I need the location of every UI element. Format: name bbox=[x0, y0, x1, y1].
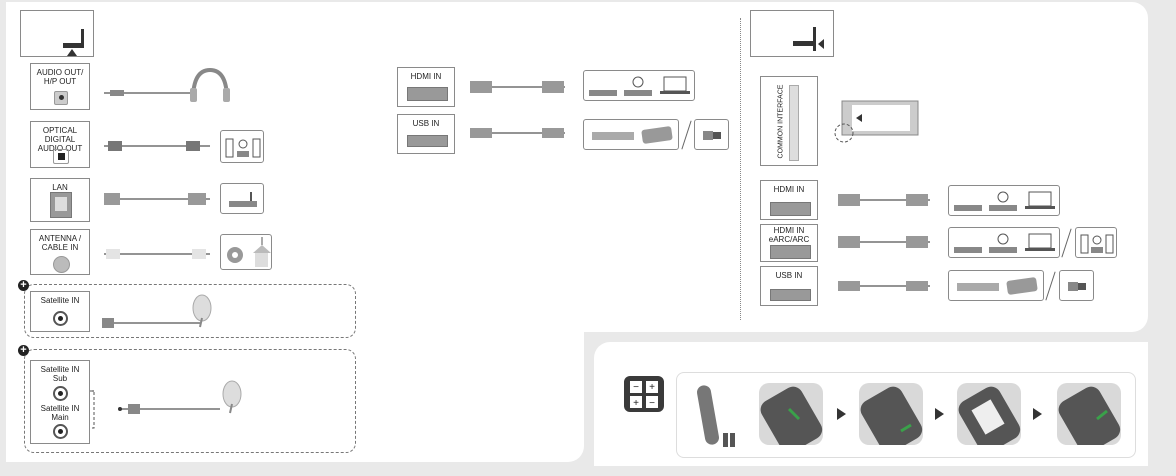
battery-step-2 bbox=[859, 383, 923, 445]
ci-module-icon bbox=[834, 95, 924, 143]
usb-in-port-right[interactable]: USB IN bbox=[760, 266, 818, 306]
satellite-dual-dashed-group bbox=[24, 349, 356, 453]
lan-label: LAN bbox=[52, 183, 68, 192]
hdmi-devices-icon-middle bbox=[583, 70, 695, 101]
remote-steps-strip bbox=[676, 372, 1136, 458]
hdmi-devices-icon-right bbox=[948, 185, 1060, 216]
antenna-port[interactable]: ANTENNA / CABLE IN bbox=[30, 229, 90, 275]
remote-with-batteries-icon bbox=[695, 381, 739, 449]
satellite-main-connector[interactable] bbox=[53, 424, 68, 439]
satellite-in-label: Satellite IN bbox=[40, 296, 80, 305]
antenna-label: ANTENNA / CABLE IN bbox=[38, 234, 82, 252]
usb-storage-icon-right bbox=[948, 270, 1044, 301]
audio-system-icon bbox=[220, 130, 264, 163]
hdmi-in-label-middle: HDMI IN bbox=[410, 72, 442, 81]
usb-stick-icon-right bbox=[1059, 270, 1094, 301]
section-divider bbox=[740, 18, 741, 320]
svg-text:+: + bbox=[633, 398, 639, 409]
hdmi-in-port-right[interactable]: HDMI IN bbox=[760, 180, 818, 220]
hdmi-in-port-middle[interactable]: HDMI IN bbox=[397, 67, 455, 107]
svg-text:+: + bbox=[649, 382, 655, 393]
satellite-dashed-group bbox=[24, 284, 356, 338]
optical-audio-port[interactable]: OPTICAL DIGITAL AUDIO OUT bbox=[30, 121, 90, 168]
svg-text:−: − bbox=[649, 398, 655, 409]
satellite-dual-port-box: Satellite IN Sub Satellite IN Main bbox=[30, 360, 90, 444]
lan-port[interactable]: LAN bbox=[30, 178, 90, 222]
remote-plus-minus-icon: −++− bbox=[624, 376, 664, 412]
usb-stick-icon-middle bbox=[694, 119, 729, 150]
satellite-sub-connector[interactable] bbox=[53, 386, 68, 401]
common-interface-slot[interactable]: COMMON INTERFACE bbox=[760, 76, 818, 166]
connection-panel-left bbox=[6, 2, 584, 462]
usb-in-port-middle[interactable]: USB IN bbox=[397, 114, 455, 154]
step-arrow-3 bbox=[1033, 408, 1042, 420]
optional-plus-icon: + bbox=[18, 280, 29, 291]
svg-text:−: − bbox=[633, 382, 639, 393]
left-cables bbox=[70, 67, 242, 429]
usb-in-label-right: USB IN bbox=[775, 271, 803, 280]
hdmi-earc-label: HDMI IN eARC/ARC bbox=[768, 226, 810, 244]
satellite-main-label: Satellite IN Main bbox=[40, 404, 80, 422]
battery-step-3 bbox=[957, 383, 1021, 445]
satellite-in-port[interactable]: Satellite IN bbox=[30, 291, 90, 332]
optical-audio-label: OPTICAL DIGITAL AUDIO OUT bbox=[37, 126, 83, 153]
optional-plus-icon-2: + bbox=[18, 345, 29, 356]
audio-system-icon-right bbox=[1075, 227, 1117, 258]
step-arrow-2 bbox=[935, 408, 944, 420]
antenna-house-icon bbox=[220, 234, 272, 270]
tv-rear-side-icon bbox=[750, 10, 834, 57]
audio-out-label: AUDIO OUT/ H/P OUT bbox=[36, 68, 84, 86]
hdmi-earc-devices-icon bbox=[948, 227, 1060, 258]
usb-in-label-middle: USB IN bbox=[412, 119, 440, 128]
audio-out-port[interactable]: AUDIO OUT/ H/P OUT bbox=[30, 63, 90, 110]
router-icon bbox=[220, 183, 264, 214]
step-arrow-1 bbox=[837, 408, 846, 420]
battery-step-1 bbox=[759, 383, 823, 445]
usb-storage-icon-middle bbox=[583, 119, 679, 150]
hdmi-in-label-right: HDMI IN bbox=[773, 185, 805, 194]
hdmi-earc-port[interactable]: HDMI IN eARC/ARC bbox=[760, 224, 818, 262]
satellite-sub-label: Satellite IN Sub bbox=[40, 365, 80, 383]
common-interface-label: COMMON INTERFACE bbox=[777, 84, 785, 159]
battery-step-4 bbox=[1057, 383, 1121, 445]
tv-rear-bottom-icon bbox=[20, 10, 94, 57]
